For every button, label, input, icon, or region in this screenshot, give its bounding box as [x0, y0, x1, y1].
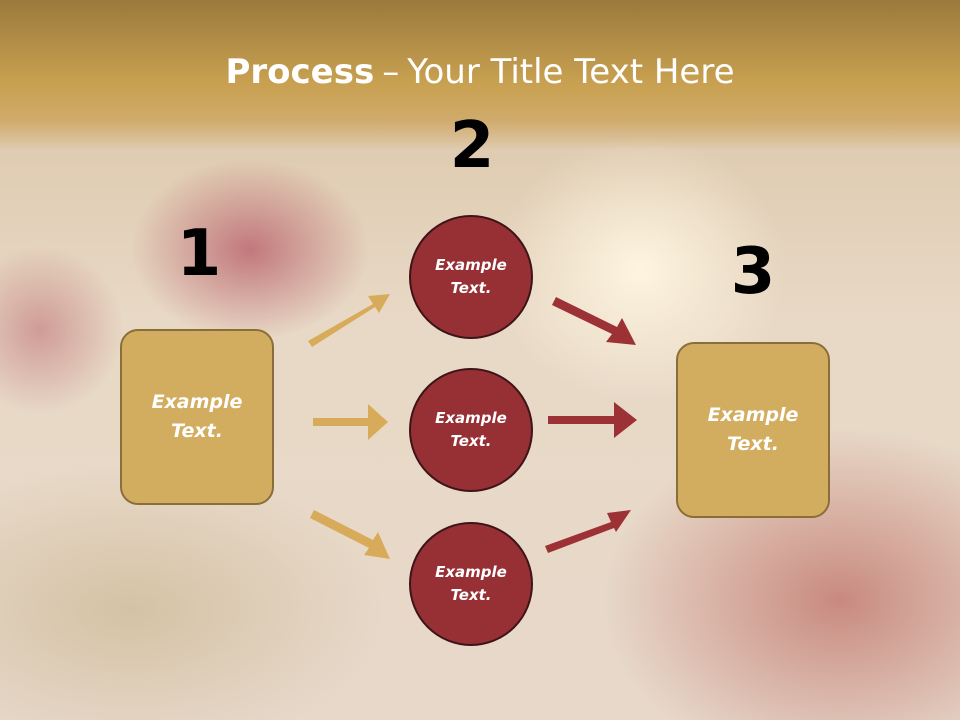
step-3-box: Example Text. — [676, 342, 830, 518]
title-rest: Your Title Text Here — [407, 52, 735, 92]
step-2-circle-bottom: Example Text. — [409, 522, 533, 646]
red-arrows — [545, 297, 637, 553]
step-2-circle-middle: Example Text. — [409, 368, 533, 492]
arrow-down-right-gold — [310, 510, 390, 559]
circle-top-text-line2: Text. — [450, 279, 492, 297]
step-number-3: 3 — [730, 235, 776, 309]
circle-middle-text-line2: Text. — [450, 432, 492, 450]
arrow-right-gold — [313, 404, 388, 440]
arrow-down-right-red — [552, 297, 636, 345]
step-1-box: Example Text. — [120, 329, 274, 505]
slide-title: Process–Your Title Text Here — [0, 52, 960, 92]
step-2-circle-top: Example Text. — [409, 215, 533, 339]
arrow-right-red — [548, 402, 637, 438]
header-band — [0, 0, 960, 150]
step-3-text-line1: Example — [707, 404, 799, 426]
step-3-text-line2: Text. — [727, 433, 779, 455]
title-separator: – — [382, 52, 400, 92]
arrow-up-right-red — [545, 510, 631, 553]
step-number-2: 2 — [449, 109, 495, 183]
title-bold: Process — [225, 52, 375, 92]
circle-middle-text-line1: Example — [435, 409, 507, 427]
circle-bottom-text-line2: Text. — [450, 586, 492, 604]
step-number-1: 1 — [176, 217, 222, 291]
step-1-text-line1: Example — [151, 391, 243, 413]
circle-top-text-line1: Example — [435, 256, 507, 274]
step-1-text-line2: Text. — [171, 420, 223, 442]
arrow-up-right-gold — [308, 294, 390, 347]
circle-bottom-text-line1: Example — [435, 563, 507, 581]
gold-arrows — [308, 294, 390, 559]
